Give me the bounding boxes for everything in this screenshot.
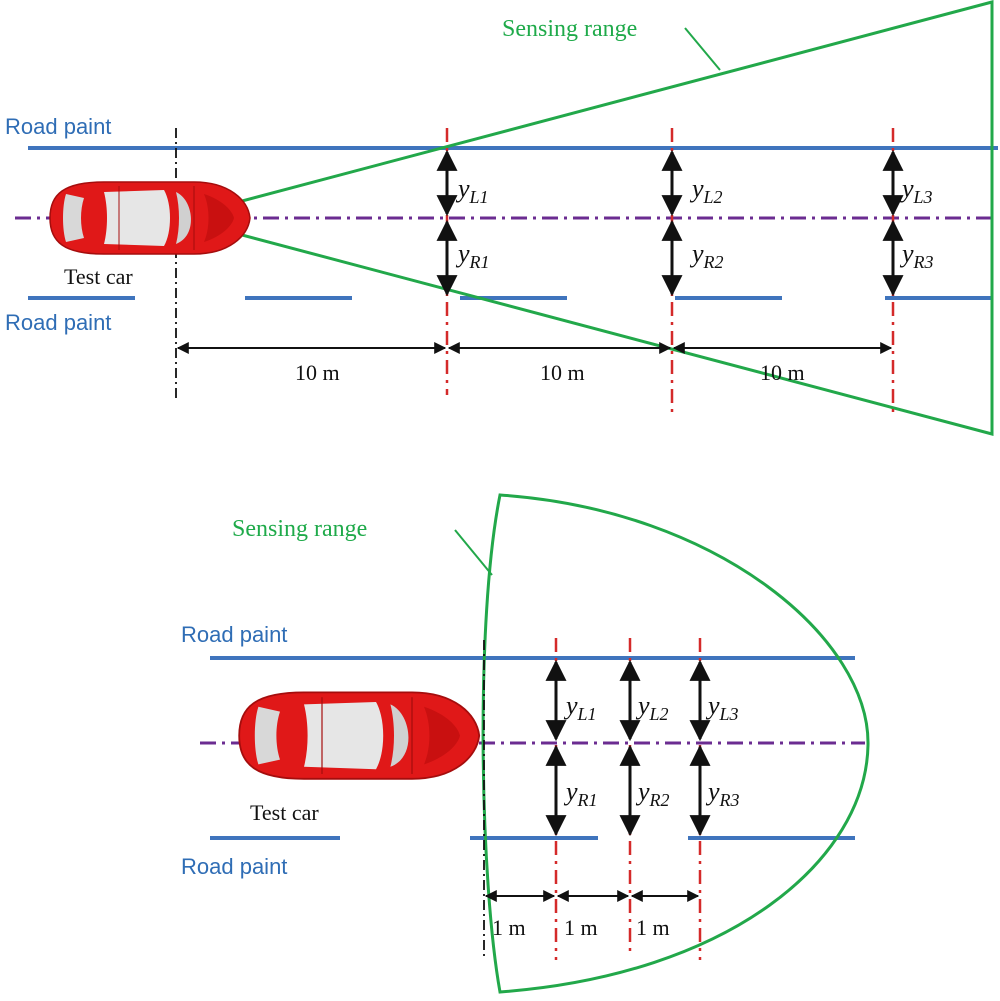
bottom-road-paint-label-upper: Road paint	[181, 622, 287, 647]
bottom-y-label-R3: yR3	[705, 777, 740, 810]
top-road-paint-label-upper: Road paint	[5, 114, 111, 139]
bottom-sensing-range-pointer	[454, 529, 493, 576]
top-sensing-range-pointer	[684, 27, 721, 71]
top-y-label-R3: yR3	[899, 239, 934, 272]
top-distance-label-3: 10 m	[760, 360, 805, 385]
bottom-sensing-range-label: Sensing range	[232, 516, 367, 542]
top-distance-label-1: 10 m	[295, 360, 340, 385]
top-y-label-R1: yR1	[455, 239, 490, 272]
bottom-y-label-R2: yR2	[635, 777, 670, 810]
top-y-label-L2: yL2	[689, 174, 723, 207]
bottom-y-label-L3: yL3	[705, 691, 739, 724]
bottom-car-label: Test car	[250, 800, 319, 825]
bottom-distance-label-3: 1 m	[636, 915, 670, 940]
bottom-y-arrows	[545, 659, 711, 837]
bottom-road-paint-label-lower: Road paint	[181, 854, 287, 879]
top-car-label: Test car	[64, 264, 133, 289]
bottom-test-car-icon	[238, 691, 481, 780]
top-sensing-range-label: Sensing range	[502, 16, 637, 42]
bottom-y-label-R1: yR1	[563, 777, 598, 810]
top-distance-label-2: 10 m	[540, 360, 585, 385]
top-y-label-R2: yR2	[689, 239, 724, 272]
bottom-distance-label-1: 1 m	[492, 915, 526, 940]
bottom-distance-label-2: 1 m	[564, 915, 598, 940]
top-y-label-L3: yL3	[899, 174, 933, 207]
bottom-y-label-L1: yL1	[563, 691, 597, 724]
top-y-label-L1: yL1	[455, 174, 489, 207]
top-diagram: Sensing range yL1 yL2 yL3 yR1 yR2 yR3 10…	[5, 0, 998, 436]
top-sensing-range-shape	[172, 0, 994, 436]
top-y-arrows	[436, 149, 904, 297]
bottom-diagram: Sensing range yL1 yL2 yL3 yR1 yR2 yR3 1 …	[181, 493, 870, 994]
top-test-car-icon	[49, 181, 251, 255]
top-road-paint-label-lower: Road paint	[5, 310, 111, 335]
bottom-y-label-L2: yL2	[635, 691, 669, 724]
